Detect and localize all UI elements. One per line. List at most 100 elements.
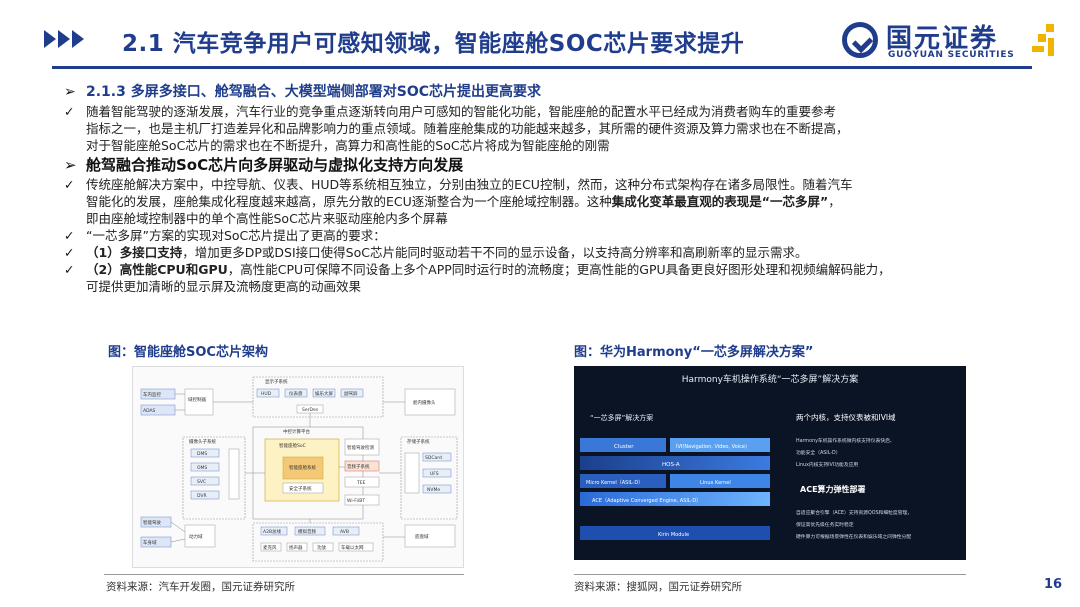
right-bullet: Linux内核支持IVI功能及应用 [796, 461, 858, 468]
micro-kernel-layer [580, 474, 666, 488]
camera-subsystem-box [182, 436, 246, 520]
bottom-left-domain-box [184, 524, 216, 548]
wifi-box [344, 494, 380, 506]
mic-box [260, 542, 282, 552]
diagram-label: 模拟音频 [298, 528, 316, 535]
slide-header: 2.1 汽车竞争用户可感知领域，智能座舱SOC芯片要求提升 [0, 0, 1080, 80]
company-logo: 国元证券 GUOYUAN SECURITIES [842, 18, 1062, 66]
body-content: ➢ 2.1.3 多屏多接口、舱驾融合、大模型端侧部署对SOC芯片提出更高要求 ✓… [64, 82, 1054, 295]
layer-label: Kirin Module [658, 532, 689, 538]
audio-box [344, 460, 380, 472]
diagram-label: DVR [197, 493, 207, 499]
architecture-svg: 显示子系统 HUD 仪表盘 娱乐大屏 副驾屏 SerDes 车内监控 ADAS … [140, 376, 458, 562]
source-divider-left [104, 574, 464, 575]
diagram-label: 扬声器 [289, 544, 303, 551]
check-icon: ✓ [64, 245, 75, 260]
bullet-item: ✓ （2）高性能CPU和GPU，高性能CPU可保障不同设备上多个APP同时运行时… [64, 262, 891, 294]
figure-caption-right: 图：华为Harmony“一芯多屏解决方案” [574, 345, 814, 360]
tee-box [344, 476, 380, 488]
source-divider-right [574, 574, 966, 575]
passenger-screen-box [340, 388, 364, 398]
header-divider [52, 66, 1032, 69]
diagram-label: 显示子系统 [265, 378, 288, 385]
bullet-item: ✓ “一芯多屏”方案的实现对SoC芯片提出了更高的要求： [64, 228, 386, 243]
diagram-label: 智能驾驶检测 [347, 444, 374, 451]
ace-heading: ACE算力弹性部署 [800, 484, 866, 494]
diagram-label: 智能座舱SoC [279, 442, 306, 449]
diagram-label: TEE [356, 480, 366, 486]
figure-caption-left: 图：智能座舱SOC芯片架构 [108, 345, 268, 360]
check-icon: ✓ [64, 262, 75, 277]
dms-box [190, 448, 220, 458]
analog-audio-box [294, 526, 326, 536]
ivi-box [312, 388, 336, 398]
ivi-layer [670, 438, 770, 452]
security-box [282, 482, 324, 494]
diagram-label: ADAS [143, 408, 156, 414]
logo-check-icon [842, 22, 878, 58]
layer-label: Linux Kernel [700, 480, 731, 486]
storage-ctrl-box [404, 452, 420, 494]
diagram-label: AVB [340, 529, 349, 535]
diagram-label: HUD [261, 391, 272, 397]
ace-layer [580, 492, 770, 506]
diagram-label: 存储子系统 [407, 438, 430, 445]
bottom-right-domain-box [404, 524, 456, 548]
diagram-label: UFS [430, 471, 439, 477]
sdcard-box [422, 452, 452, 462]
right-domain-box [404, 388, 456, 416]
triple-chevron-icon [44, 30, 86, 48]
diagram-label: NVMe [427, 487, 440, 493]
diagram-label: 动力域 [189, 533, 203, 540]
check-icon: ✓ [64, 177, 75, 192]
ethernet-box [338, 542, 374, 552]
amp-box [312, 542, 334, 552]
diagram-label: 副驾屏 [344, 390, 358, 397]
soc-architecture-diagram: 显示子系统 HUD 仪表盘 娱乐大屏 副驾屏 SerDes 车内监控 ADAS … [132, 366, 464, 568]
ufs-box [422, 468, 452, 478]
bullet-item: ✓ 传统座舱解决方案中，中控导航、仪表、HUD等系统相互独立，分别由独立的ECU… [64, 177, 853, 226]
diagram-label: 麦克风 [263, 544, 277, 551]
cluster-box [284, 388, 308, 398]
diagram-label: 功放 [317, 544, 326, 551]
audio-subsystem-box [252, 522, 384, 562]
linux-kernel-layer [670, 474, 770, 488]
diagram-label: 智能座舱系统 [289, 464, 316, 471]
right-bullet: 功能安全（ASIL-D） [796, 449, 841, 456]
layer-label: IVI(Navigation, Video, Voice) [676, 444, 747, 450]
right-bullet: Harmony车机操作系统微内核支持仪表快启、 [796, 437, 895, 444]
diagram-label: 仪表盘 [289, 390, 303, 397]
a2b-box [260, 526, 288, 536]
display-subsystem-box [252, 376, 384, 418]
check-icon: ✓ [64, 228, 75, 243]
arrow-marker-icon: ➢ [64, 84, 76, 100]
soc-core-box [282, 456, 324, 480]
diagram-label: 音频子系统 [347, 463, 370, 470]
hud-box [256, 388, 280, 398]
diagram-label: 摄像头子系统 [189, 438, 216, 445]
check-icon: ✓ [64, 104, 75, 119]
layer-label: ACE（Adaptive Converged Engine, ASIL-D） [592, 498, 701, 504]
svc-box [190, 476, 220, 486]
kernel-subtitle: 两个内核，支持仪表被和IVI域 [796, 412, 896, 422]
hos-layer [580, 456, 770, 470]
page-number: 16 [1044, 577, 1063, 592]
harmony-solution-figure: Harmony车机操作系统“一芯多屏”解决方案 “一芯多屏”解决方案 两个内核，… [574, 366, 966, 560]
diagram-label: Wi-Fi/BT [347, 498, 365, 504]
dvr-box [190, 490, 220, 500]
right-bullet: 保证高优先级任务实时稳定 [796, 521, 854, 528]
logo-name-cn: 国元证券 [886, 24, 999, 54]
diagram-label: 车身域 [143, 539, 157, 546]
avb-box [332, 526, 360, 536]
adas-detect-box [344, 438, 380, 456]
oms-box [190, 462, 220, 472]
diagram-label: A2B总线 [263, 528, 282, 535]
diagram-label: SVC [197, 479, 206, 485]
diagram-connectors [170, 393, 405, 543]
layer-label: Micro Kernel（ASIL-D） [586, 480, 643, 486]
layer-label: Cluster [614, 444, 634, 450]
source-left: 资料来源：汽车开发圈，国元证券研究所 [106, 581, 295, 593]
logo-decoration-icon [1032, 24, 1058, 60]
diagram-label: 域控制器 [188, 396, 206, 403]
slide-title: 2.1 汽车竞争用户可感知领域，智能座舱SOC芯片要求提升 [122, 31, 745, 57]
